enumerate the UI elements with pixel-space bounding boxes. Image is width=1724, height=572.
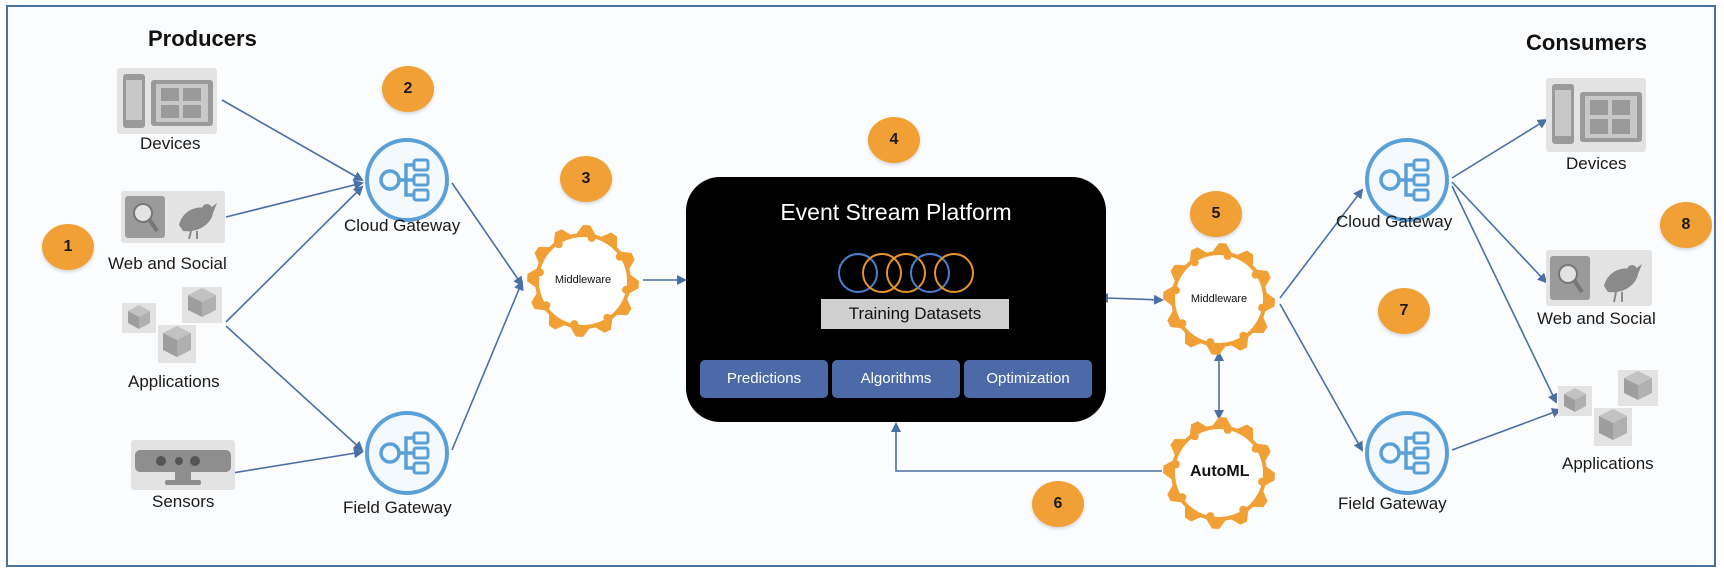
producers-heading: Producers <box>148 26 257 51</box>
arrow-cloud-middleware <box>451 182 524 287</box>
producer-devices-label: Devices <box>140 134 201 153</box>
arrow-devices-cloud <box>221 99 364 181</box>
arrow-cloud-apps <box>1451 185 1558 404</box>
consumer-apps-label: Applications <box>1562 454 1654 473</box>
arrow-automl-platform <box>891 422 1162 472</box>
training-datasets: Training Datasets <box>821 299 1009 329</box>
arrow-field-apps <box>1451 408 1562 451</box>
left-field-gateway-label: Field Gateway <box>343 498 452 517</box>
left-cloud-gateway-label: Cloud Gateway <box>344 216 461 235</box>
device-icon <box>1546 78 1646 152</box>
arrow-field-middleware <box>451 280 524 451</box>
arrow-platform-middleware <box>1098 293 1164 305</box>
arrow-cloud-devices <box>1451 118 1548 179</box>
web-social-icon <box>1546 250 1652 306</box>
consumer-devices-label: Devices <box>1566 154 1627 173</box>
gateway-icon <box>362 135 452 225</box>
step-badge-7: 7 <box>1378 288 1430 334</box>
algorithms-box: Algorithms <box>832 360 960 398</box>
cube-icon <box>1556 368 1664 448</box>
consumer-web-label: Web and Social <box>1537 309 1656 328</box>
predictions-box: Predictions <box>700 360 828 398</box>
arrow-sensors-field <box>225 448 364 475</box>
dataset-rings-icon <box>838 253 974 293</box>
device-icon <box>117 68 217 134</box>
automl-label: AutoML <box>1190 463 1250 480</box>
gateway-icon <box>1362 135 1452 225</box>
web-social-icon <box>121 191 225 243</box>
left-middleware-label: Middleware <box>554 274 612 286</box>
step-badge-5: 5 <box>1190 191 1242 237</box>
cube-icon <box>120 285 228 365</box>
step-badge-1: 1 <box>42 224 94 270</box>
sensor-icon <box>131 440 235 490</box>
arrow-middleware-cloud <box>1279 188 1364 299</box>
event-stream-platform: Event Stream Platform Training Datasets … <box>686 177 1106 422</box>
arrow-apps-cloud <box>225 185 364 323</box>
step-badge-8: 8 <box>1660 202 1712 248</box>
producer-web-label: Web and Social <box>108 254 227 273</box>
step-badge-2: 2 <box>382 66 434 112</box>
arrow-web-cloud <box>225 180 364 218</box>
gear-icon <box>1158 412 1280 534</box>
right-middleware-label: Middleware <box>1190 293 1248 305</box>
producer-sensors-label: Sensors <box>152 492 215 511</box>
gear-icon <box>1158 238 1280 360</box>
gateway-icon <box>362 408 452 498</box>
producer-apps-label: Applications <box>128 372 220 391</box>
arrow-cloud-web <box>1451 181 1548 284</box>
right-cloud-gateway-label: Cloud Gateway <box>1336 212 1453 231</box>
step-badge-3: 3 <box>560 156 612 202</box>
arrow-middleware-field <box>1279 303 1363 452</box>
platform-title: Event Stream Platform <box>780 199 1012 225</box>
step-badge-4: 4 <box>868 117 920 163</box>
consumers-heading: Consumers <box>1526 30 1648 55</box>
right-field-gateway-label: Field Gateway <box>1338 494 1447 513</box>
gateway-icon <box>1362 408 1452 498</box>
optimization-box: Optimization <box>964 360 1092 398</box>
step-badge-6: 6 <box>1032 481 1084 527</box>
arrow-apps-field <box>225 325 364 452</box>
gear-icon <box>522 220 644 342</box>
